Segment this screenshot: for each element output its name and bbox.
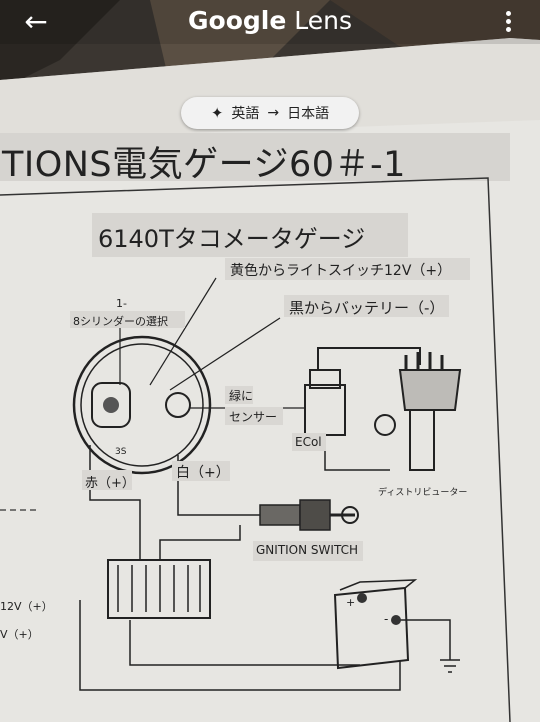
back-arrow-icon[interactable]: ← <box>24 5 48 38</box>
app-title: Google Lens <box>0 6 540 36</box>
app-title-google: Google <box>188 6 287 35</box>
white-wire-label: 白（+） <box>176 465 230 481</box>
yellow-wire-label: 黄色からライトスイッチ12V（+） <box>230 263 452 279</box>
mark-3s: 3S <box>115 447 127 457</box>
battery-plus: + <box>346 596 356 609</box>
translate-language-pill[interactable]: ✦ 英語 → 日本語 <box>181 97 359 129</box>
black-wire-label: 黒からバッテリー（-） <box>289 299 445 317</box>
arrow-icon: → <box>267 105 280 121</box>
sparkle-icon: ✦ <box>210 104 224 122</box>
green-wire-label-b: センサー <box>229 410 278 424</box>
more-options-icon[interactable] <box>498 8 518 36</box>
source-language: 英語 <box>231 106 260 122</box>
left-edge-label-a: 12V（+） <box>0 600 53 613</box>
document-heading: TIONS電気ゲージ60＃-1 <box>2 145 406 185</box>
cylinder-select-label: 8シリンダーの選択 <box>73 315 168 328</box>
target-language: 日本語 <box>287 106 330 122</box>
battery-minus: - <box>384 612 389 626</box>
ignition-switch-label: GNITION SWITCH <box>256 543 358 557</box>
app-title-lens: Lens <box>294 6 352 35</box>
ecoil-label: ECol <box>295 435 322 449</box>
document-subheading: 6140Tタコメータゲージ <box>98 225 366 253</box>
top-app-bar: ← Google Lens <box>0 0 540 44</box>
cylinder-number: 1- <box>116 297 127 310</box>
left-edge-label-b: V（+） <box>0 628 39 641</box>
distributor-label: ディストリビューター <box>378 488 468 498</box>
green-wire-label-a: 緑に <box>229 389 254 403</box>
red-wire-label: 赤（+） <box>85 476 135 491</box>
